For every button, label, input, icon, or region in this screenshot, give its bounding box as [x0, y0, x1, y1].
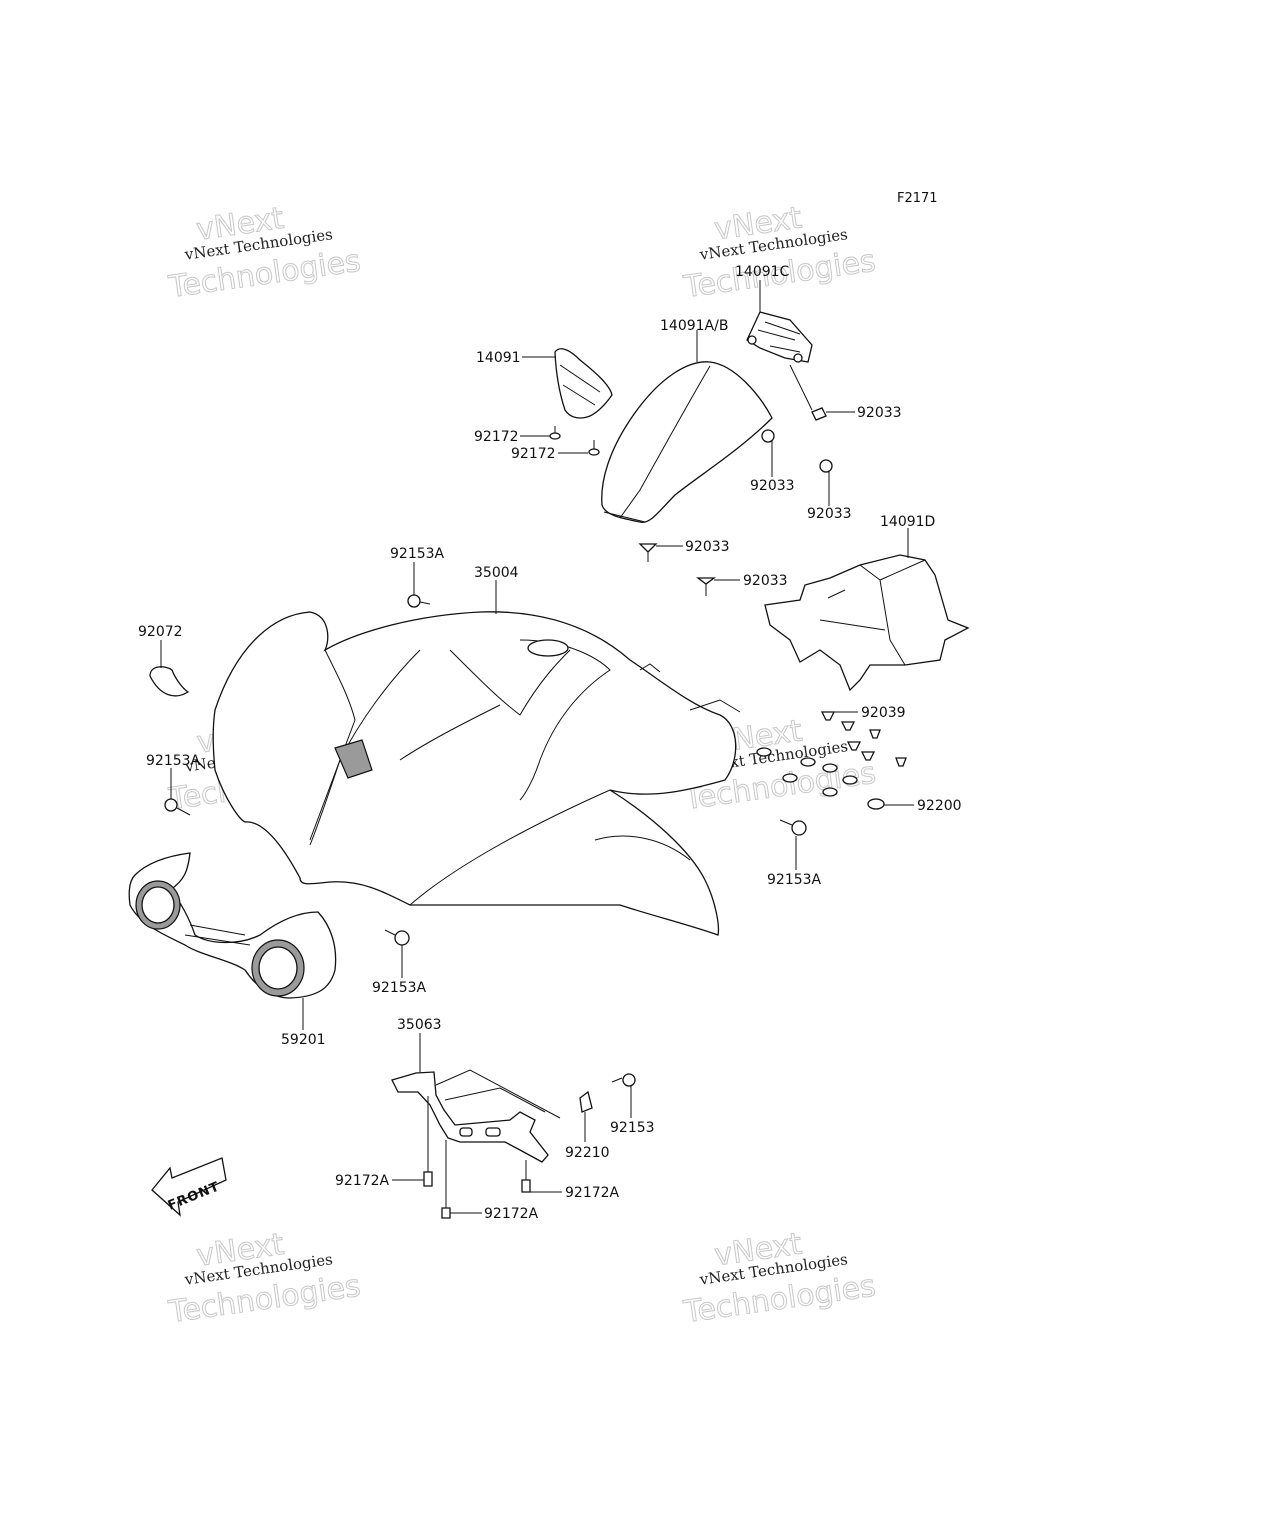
- part-14091-cover: [554, 348, 613, 419]
- callout-92172a: 92172A: [335, 1173, 390, 1189]
- callout-92172: 92172: [511, 446, 556, 462]
- callout-35063: 35063: [397, 1017, 442, 1033]
- fastener-92153a-left: [164, 798, 191, 816]
- callout-92210: 92210: [565, 1145, 610, 1161]
- fastener-92033-e: [696, 577, 716, 596]
- part-14091ab-cover: [601, 361, 773, 523]
- fastener-92033-b: [761, 429, 775, 443]
- callout-59201: 59201: [281, 1032, 326, 1048]
- callout-92172: 92172: [474, 429, 519, 445]
- callout-92039: 92039: [861, 705, 906, 721]
- part-59201-headlight-panel: [128, 852, 337, 999]
- callout-labels: 14091C 14091A/B 14091 92033 92172 92172 …: [138, 264, 962, 1222]
- fastener-92172-a: [549, 426, 561, 440]
- callout-92200: 92200: [917, 798, 962, 814]
- callout-92033: 92033: [685, 539, 730, 555]
- callout-35004: 35004: [474, 565, 519, 581]
- callout-14091c: 14091C: [735, 264, 790, 280]
- fastener-92033-c: [819, 459, 833, 473]
- watermark-bottom-left: vNext vNext Technologies Technologies: [165, 1226, 363, 1330]
- fastener-92033-a: [811, 407, 827, 421]
- washer-92200-group: [756, 747, 885, 810]
- fastener-92039-group: [820, 711, 907, 767]
- fastener-92033-d: [638, 543, 658, 562]
- front-direction-arrow: FRONT: [151, 1157, 227, 1217]
- callout-92153a: 92153A: [767, 872, 822, 888]
- callout-92153: 92153: [610, 1120, 655, 1136]
- part-35004-front-fender: [212, 611, 741, 936]
- callout-92033: 92033: [750, 478, 795, 494]
- callout-92033: 92033: [807, 506, 852, 522]
- callout-92153a: 92153A: [146, 753, 201, 769]
- fastener-92153a-top: [407, 594, 431, 608]
- watermark-top-right: vNext vNext Technologies Technologies: [680, 200, 878, 306]
- callout-92033: 92033: [857, 405, 902, 421]
- callout-14091ab: 14091A/B: [660, 318, 728, 334]
- watermark-bottom-right: vNext vNext Technologies Technologies: [680, 1226, 878, 1331]
- callout-92172a: 92172A: [565, 1185, 620, 1201]
- callout-14091: 14091: [476, 350, 521, 366]
- callout-92153a: 92153A: [372, 980, 427, 996]
- callout-92153a: 92153A: [390, 546, 445, 562]
- fastener-92172-b: [588, 440, 600, 456]
- fastener-92172a-right: [521, 1179, 531, 1193]
- callout-92033: 92033: [743, 573, 788, 589]
- part-35063-stay: [391, 1069, 593, 1163]
- part-92072-clip: [149, 666, 190, 697]
- part-14091d-box: [764, 554, 970, 692]
- callout-92172a: 92172A: [484, 1206, 539, 1222]
- leader-lines: [160, 280, 914, 1214]
- figure-code: F2171: [897, 191, 938, 206]
- fastener-92153a-right: [779, 819, 807, 836]
- callout-92072: 92072: [138, 624, 183, 640]
- part-14091c-bracket: [746, 311, 813, 363]
- watermark-top-left: vNext vNext Technologies Technologies: [165, 200, 363, 305]
- fastener-92153a-bottom: [384, 929, 410, 946]
- fastener-92153: [611, 1073, 636, 1087]
- fastener-92172a-left: [423, 1171, 433, 1187]
- callout-14091d: 14091D: [880, 514, 935, 530]
- fastener-92172a-middle: [441, 1207, 451, 1219]
